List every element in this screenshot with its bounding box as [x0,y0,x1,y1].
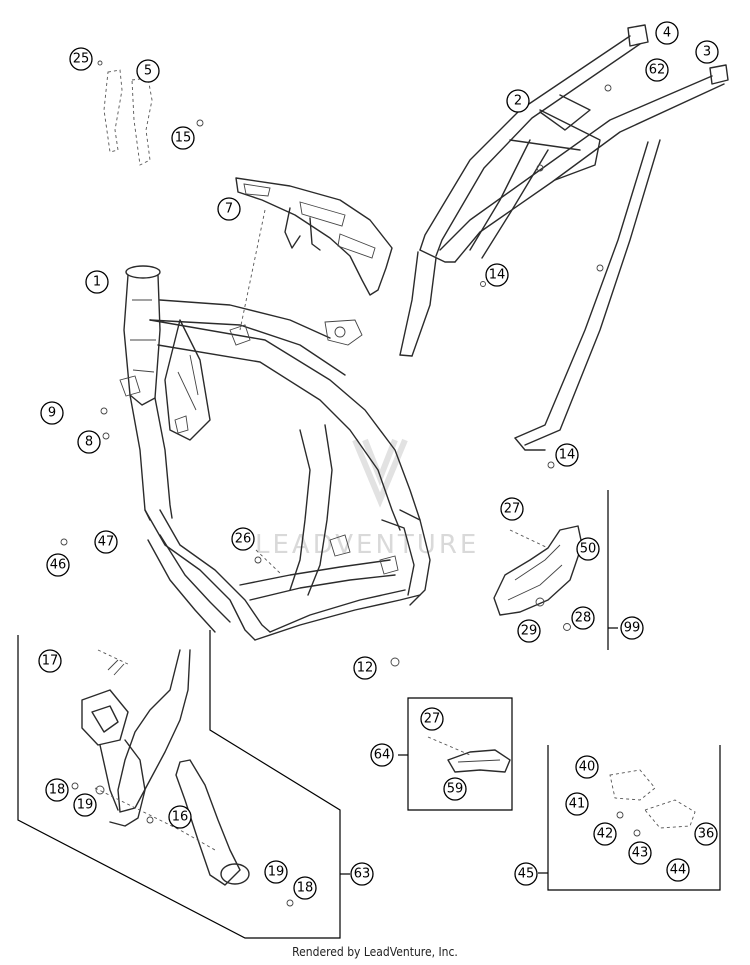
callout-26[interactable]: 26 [231,527,255,551]
svg-text:2: 2 [514,94,522,109]
svg-text:40: 40 [579,760,596,775]
callout-42[interactable]: 42 [593,822,617,846]
svg-text:18: 18 [49,783,66,798]
callout-46[interactable]: 46 [46,553,70,577]
svg-text:59: 59 [447,782,464,797]
callout-14-lower[interactable]: 14 [555,443,579,467]
callout-16[interactable]: 16 [168,805,192,829]
callout-15[interactable]: 15 [171,126,195,150]
callout-18-right[interactable]: 18 [293,876,317,900]
callout-44[interactable]: 44 [666,858,690,882]
callout-36[interactable]: 36 [694,822,718,846]
callout-9[interactable]: 9 [40,401,64,425]
svg-text:99: 99 [624,621,641,636]
svg-text:3: 3 [703,45,711,60]
callout-25[interactable]: 25 [69,47,93,71]
svg-text:64: 64 [374,748,391,763]
svg-text:46: 46 [50,558,67,573]
svg-text:28: 28 [575,611,592,626]
callout-59[interactable]: 59 [443,777,467,801]
svg-text:42: 42 [597,827,614,842]
callout-8[interactable]: 8 [77,430,101,454]
watermark: LEADVENTURE [255,438,479,560]
callout-62[interactable]: 62 [645,58,669,82]
exhaust-guard-63 [17,630,350,939]
svg-text:50: 50 [580,542,597,557]
svg-text:8: 8 [85,435,93,450]
svg-text:19: 19 [268,865,285,880]
svg-text:18: 18 [297,881,314,896]
svg-text:14: 14 [489,268,506,283]
callout-45[interactable]: 45 [514,862,538,886]
svg-text:9: 9 [48,406,56,421]
callout-41[interactable]: 41 [565,792,589,816]
svg-text:7: 7 [225,202,233,217]
callout-63[interactable]: 63 [350,862,374,886]
callout-99[interactable]: 99 [620,616,644,640]
svg-text:17: 17 [42,654,59,669]
callout-12[interactable]: 12 [353,656,377,680]
svg-text:12: 12 [357,661,374,676]
callout-14-upper[interactable]: 14 [485,263,509,287]
svg-text:27: 27 [424,712,441,727]
callout-28[interactable]: 28 [571,606,595,630]
svg-text:14: 14 [559,448,576,463]
footer-credit: Rendered by LeadVenture, Inc. [292,945,458,959]
svg-text:19: 19 [77,798,94,813]
callout-5[interactable]: 5 [136,59,160,83]
svg-text:62: 62 [649,63,666,78]
callout-19-left[interactable]: 19 [73,793,97,817]
watermark-text: LEADVENTURE [255,530,479,560]
svg-text:47: 47 [98,535,115,550]
callout-18-left[interactable]: 18 [45,778,69,802]
callout-27-lower[interactable]: 27 [420,707,444,731]
svg-text:29: 29 [521,624,538,639]
callout-3[interactable]: 3 [695,40,719,64]
callout-19-right[interactable]: 19 [264,860,288,884]
callout-1[interactable]: 1 [85,270,109,294]
callout-40[interactable]: 40 [575,755,599,779]
callout-50[interactable]: 50 [576,537,600,561]
callout-64[interactable]: 64 [370,743,394,767]
svg-text:1: 1 [93,275,101,290]
subframe [399,24,729,469]
part-45-group [538,745,721,891]
svg-text:26: 26 [235,532,252,547]
callout-43[interactable]: 43 [628,841,652,865]
svg-text:41: 41 [569,797,586,812]
svg-text:15: 15 [175,131,192,146]
callout-2[interactable]: 2 [506,89,530,113]
hardware [60,407,400,795]
part-64-group [398,697,513,811]
svg-text:43: 43 [632,846,649,861]
bracket-part-7 [235,177,393,331]
callout-27-upper[interactable]: 27 [500,497,524,521]
svg-text:44: 44 [670,863,687,878]
callout-7[interactable]: 7 [217,197,241,221]
svg-text:16: 16 [172,810,189,825]
main-frame [119,265,431,641]
svg-text:4: 4 [663,26,671,41]
callout-4[interactable]: 4 [655,21,679,45]
svg-text:36: 36 [698,827,715,842]
svg-text:45: 45 [518,867,535,882]
svg-text:25: 25 [73,52,90,67]
svg-text:63: 63 [354,867,371,882]
svg-text:5: 5 [144,64,152,79]
svg-text:27: 27 [504,502,521,517]
callout-47[interactable]: 47 [94,530,118,554]
callout-17[interactable]: 17 [38,649,62,673]
callout-29[interactable]: 29 [517,619,541,643]
